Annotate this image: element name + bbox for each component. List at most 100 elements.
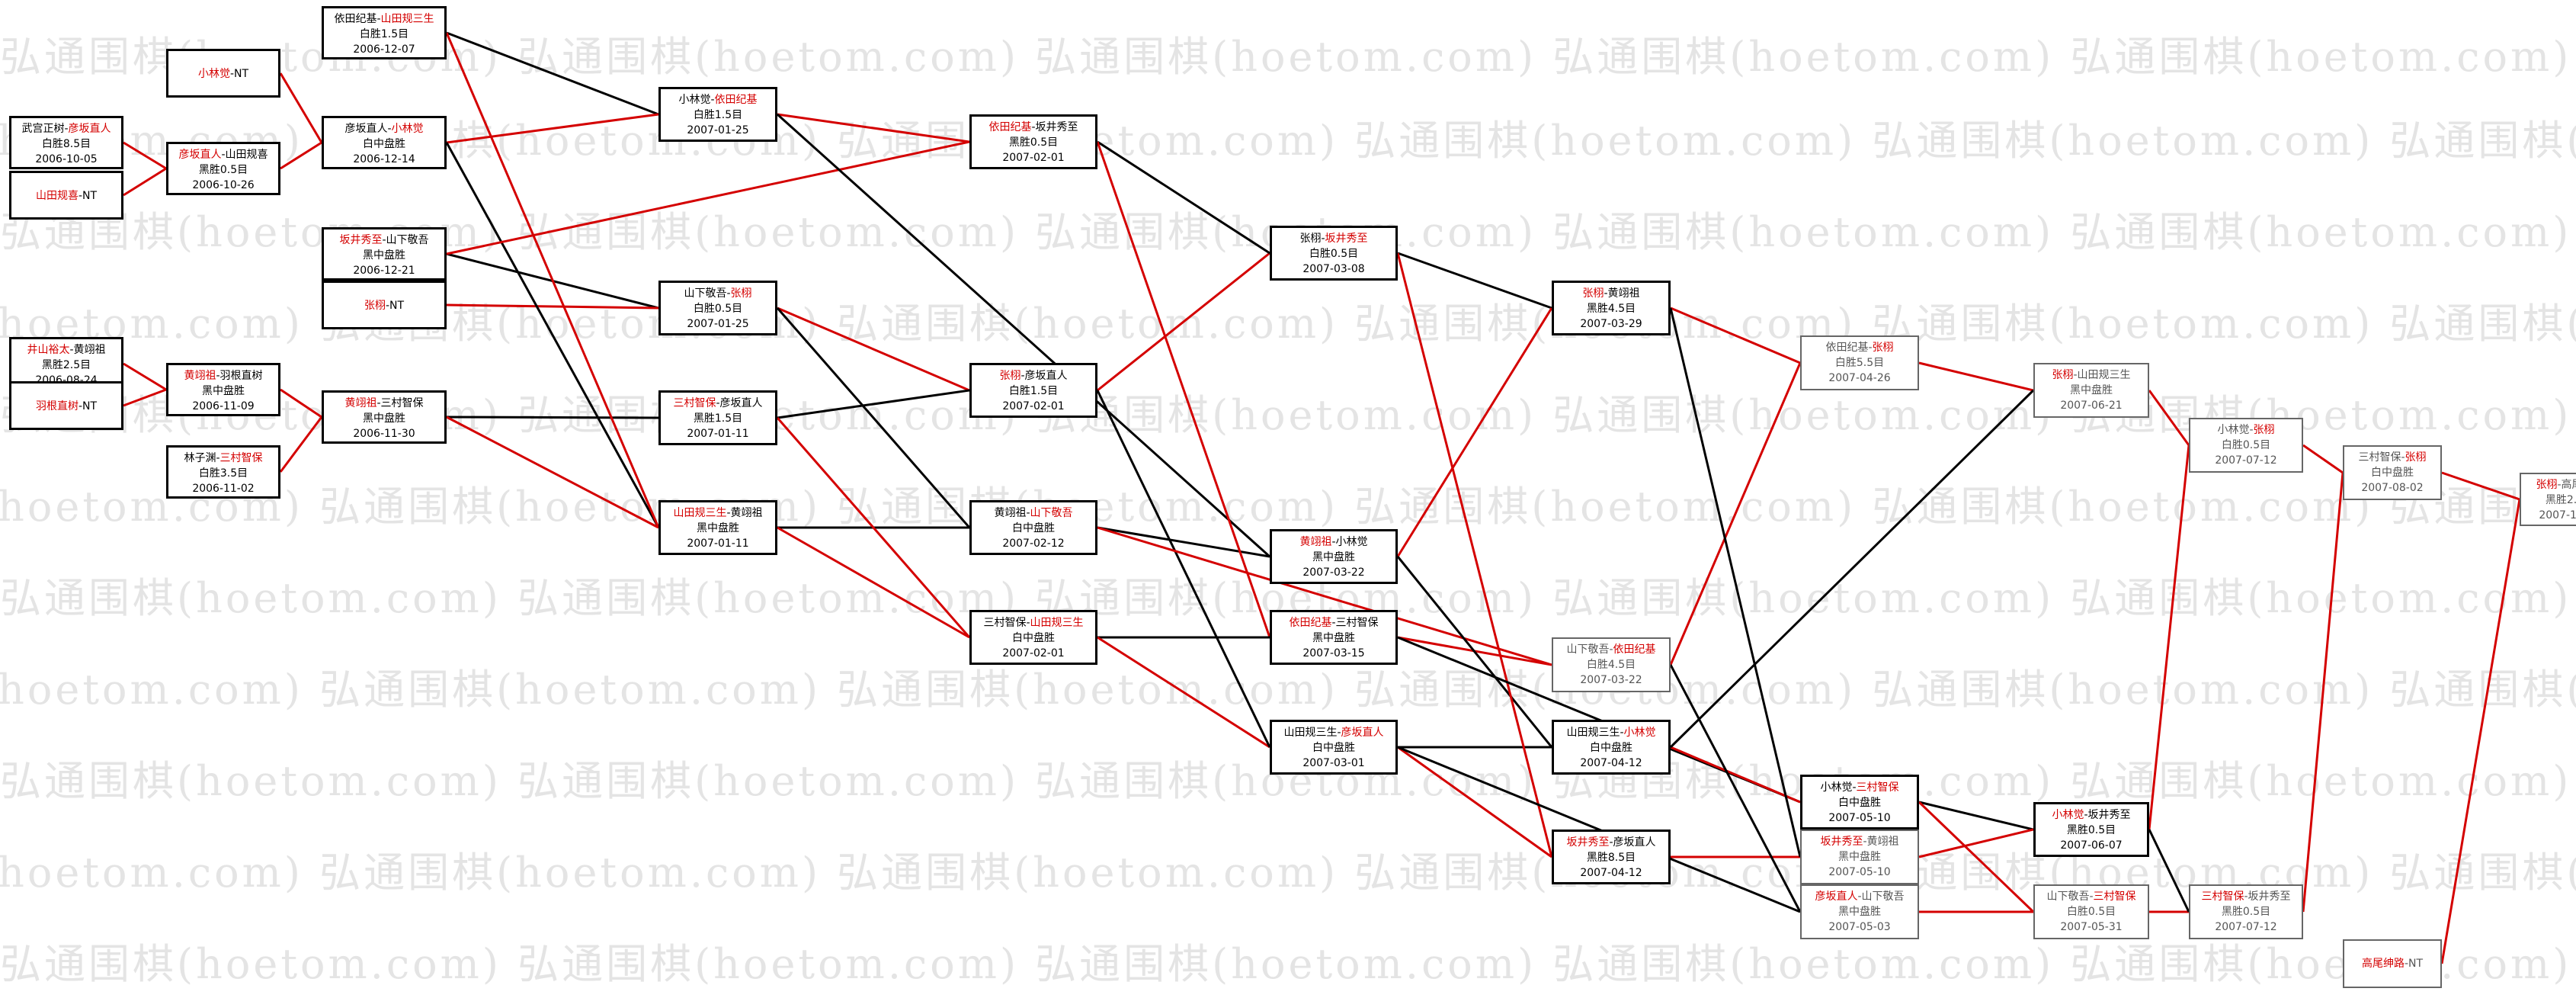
game-result: 黑胜0.5目 [2221, 906, 2271, 918]
matchup: 小林觉-张栩 [2217, 424, 2275, 436]
game-box[interactable]: 羽根直树-NT [9, 381, 123, 430]
bracket-link [1669, 362, 1802, 666]
game-box[interactable]: 高尾绅路-NT [2343, 939, 2442, 988]
player-1: 彦坂直人 [344, 123, 388, 135]
game-box[interactable]: 山田规喜-NT [9, 171, 123, 220]
matchup: 彦坂直人-小林觉 [344, 123, 424, 135]
game-date: 2006-11-09 [192, 400, 255, 412]
player-2: 羽根直树 [219, 370, 263, 382]
matchup: 张栩-黄翊祖 [1582, 287, 1640, 300]
game-date: 2006-11-30 [353, 428, 415, 440]
matchup: 山田规喜-NT [35, 190, 98, 202]
player-2: 小林觉 [1335, 536, 1368, 548]
matchup: 小林觉-三村智保 [1820, 781, 1899, 794]
matchup: 黄翊祖-小林觉 [1299, 536, 1368, 548]
game-result: 白中盘胜 [1838, 797, 1881, 809]
game-date: 2007-02-01 [1002, 400, 1065, 412]
game-result: 白胜0.5目 [1309, 248, 1359, 260]
player-1: 山下敬吾 [2046, 890, 2090, 903]
game-box[interactable]: 小林觉-NT [166, 49, 280, 98]
game-date: 2007-03-29 [1580, 318, 1642, 330]
game-result: 黑胜8.5目 [1586, 852, 1636, 864]
game-box[interactable]: 张栩-NT [322, 281, 447, 329]
game-result: 白胜1.5目 [359, 28, 409, 40]
game-date: 2007-03-22 [1580, 674, 1642, 686]
game-box[interactable]: 小林觉-三村智保白中盘胜 2007-05-10 [1800, 775, 1919, 830]
matchup: 小林觉-依田纪基 [678, 94, 758, 106]
player-1: 小林觉 [678, 94, 711, 106]
game-result: 黑中盘胜 [1838, 906, 1881, 918]
bracket-link [776, 307, 971, 528]
bracket-link [280, 141, 322, 170]
game-result: 黑胜0.5目 [198, 164, 248, 176]
game-result: 黑胜2.5目 [2545, 494, 2576, 506]
bracket-link [1669, 307, 1802, 858]
game-result: 白胜0.5目 [2221, 439, 2271, 451]
game-date: 2007-03-15 [1302, 647, 1365, 659]
player-1: 依田纪基 [334, 13, 377, 25]
player-1: 三村智保 [2201, 890, 2244, 903]
player-1: 小林觉 [1820, 781, 1853, 794]
player-2: 三村智保 [1335, 617, 1379, 629]
player-2: 三村智保 [1856, 781, 1899, 794]
game-date: 2006-10-26 [192, 179, 255, 191]
player-2: 三村智保 [219, 452, 263, 464]
player-2: 三村智保 [380, 397, 424, 409]
player-2: NT [82, 400, 98, 412]
game-date: 2007-01-11 [687, 538, 749, 550]
game-result: 黑中盘胜 [697, 522, 739, 534]
player-1: 依田纪基 [1289, 617, 1332, 629]
game-date: 2006-10-05 [35, 153, 98, 165]
bracket-link [2441, 471, 2520, 501]
game-date: 2006-12-21 [353, 265, 415, 277]
watermark-text: 弘通围棋(hoetom.com) 弘通围棋(hoetom.com) 弘通围棋(h… [0, 483, 2576, 531]
bracket-link [446, 31, 659, 116]
player-2: 彦坂直人 [1341, 727, 1384, 739]
player-2: 张栩 [2253, 424, 2275, 436]
game-result: 黑胜1.5目 [693, 412, 743, 425]
game-date: 2007-06-21 [2060, 400, 2123, 412]
bracket-link [279, 72, 323, 143]
game-date: 2007-05-10 [1828, 812, 1891, 824]
game-result: 白中盘胜 [1312, 742, 1355, 754]
matchup: 三村智保-张栩 [2358, 451, 2427, 464]
player-2: 山下敬吾 [1861, 890, 1905, 903]
game-result: 白胜1.5目 [693, 109, 743, 121]
game-date: 2007-07-12 [2215, 921, 2277, 933]
player-1: 黄翊祖 [994, 507, 1027, 519]
